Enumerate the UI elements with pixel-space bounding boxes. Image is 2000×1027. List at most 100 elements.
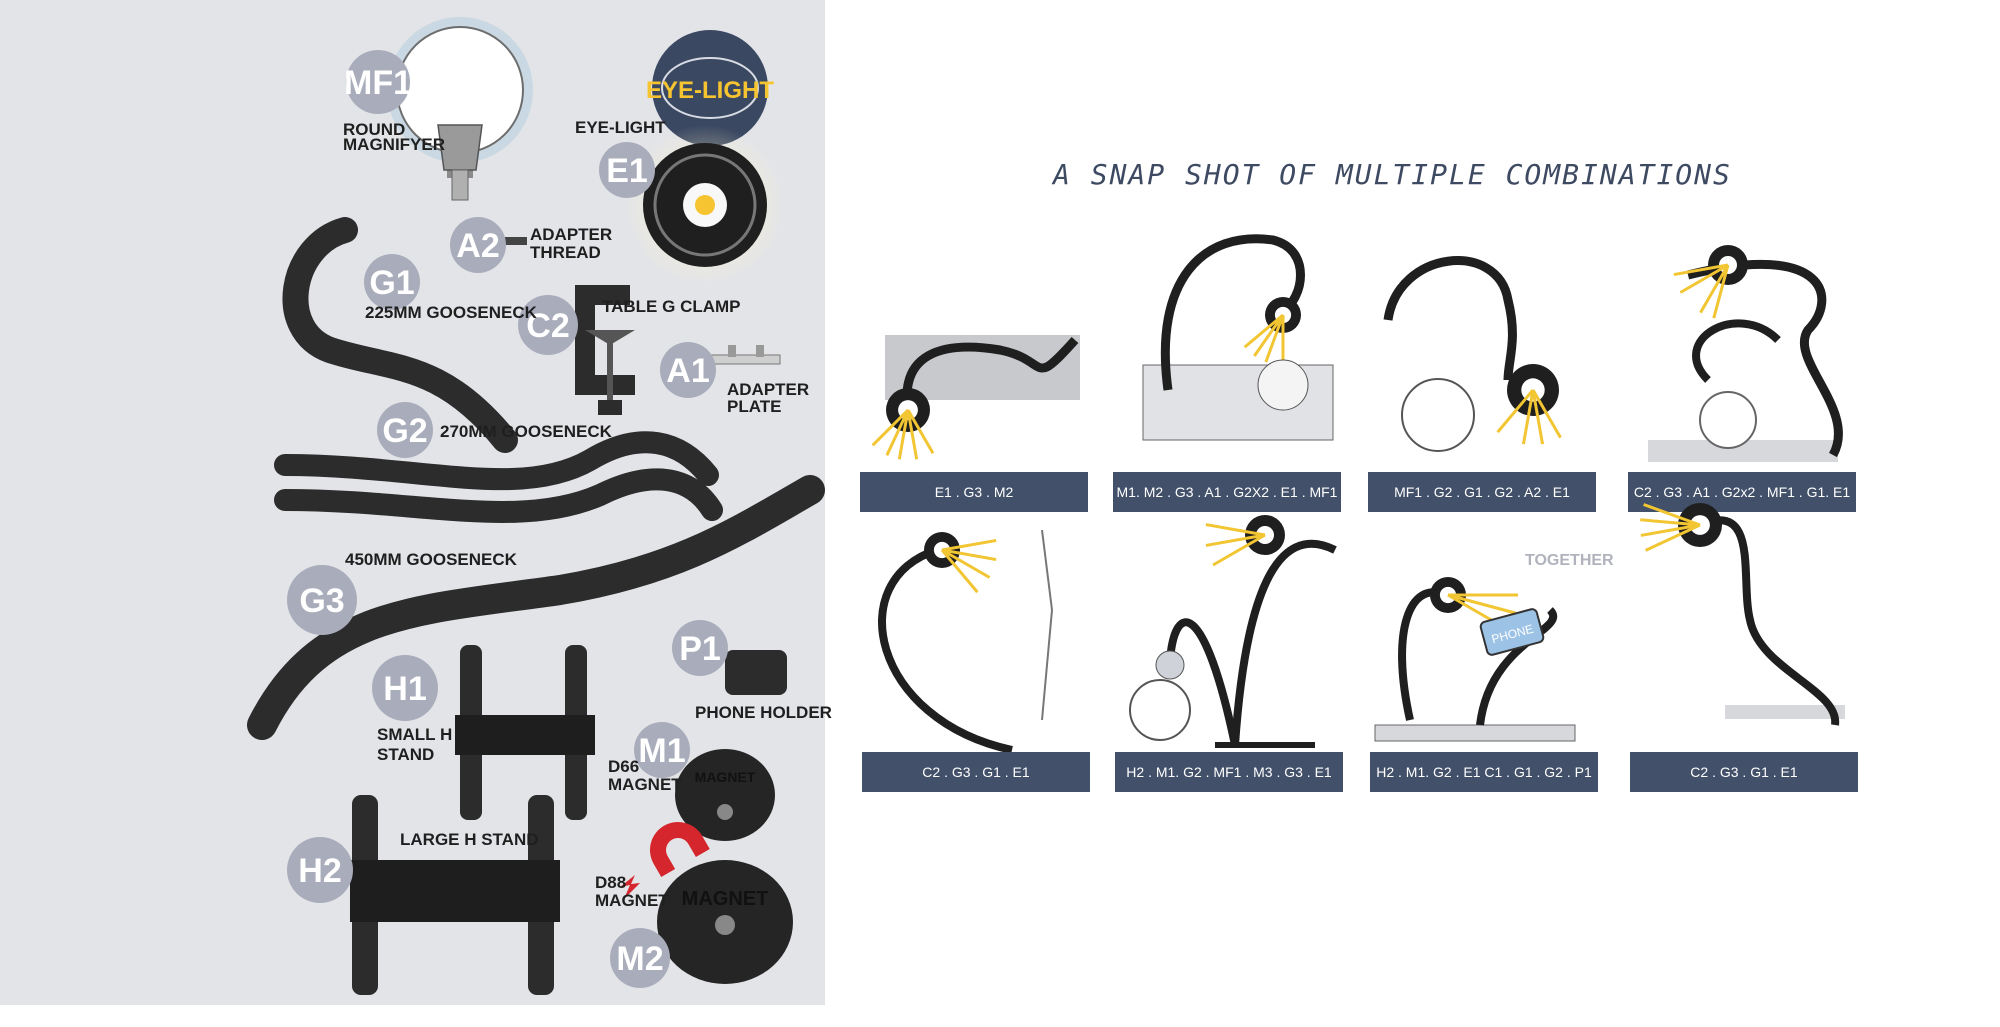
- light-ray: [906, 409, 935, 455]
- combination-7: PHONE H2 . M1. G2 . E1 C1 . G1 . G2 . P1: [1370, 577, 1598, 792]
- part-label-mf1-line2: MAGNIFYER: [343, 135, 445, 154]
- part-badge-code: H2: [298, 852, 341, 890]
- phone-icon: [1479, 608, 1545, 656]
- part-badge-h2: [287, 837, 353, 903]
- combination-caption: MF1 . G2 . G1 . G2 . A2 . E1: [1394, 484, 1570, 500]
- part-label-a2: ADAPTER: [530, 225, 612, 244]
- part-badge-m1: [634, 722, 690, 778]
- table-edge: [1648, 440, 1838, 462]
- combination-caption-bar: [1630, 752, 1858, 792]
- table-clamp-illustration: [575, 285, 635, 415]
- eye-light-lamp-illustration: [625, 125, 785, 285]
- person-sketch: [1041, 529, 1054, 721]
- table-edge: [1725, 705, 1845, 719]
- phone-holder-illustration: [725, 650, 787, 695]
- part-label-mf1: ROUND: [343, 120, 405, 139]
- light-ray: [1243, 313, 1284, 349]
- part-label-h1: SMALL H: [377, 725, 452, 744]
- part-badge-e1: [599, 142, 655, 198]
- magnet-d66-text: MAGNET: [695, 769, 756, 785]
- part-badge-p1: [672, 620, 728, 676]
- combination-6: H2 . M1. G2 . MF1 . M3 . G3 . E1: [1115, 515, 1343, 792]
- round-magnifier-illustration: [387, 17, 533, 201]
- part-badge-code: G1: [369, 264, 414, 302]
- light-ray: [1521, 389, 1535, 445]
- combination-4: C2 . G3 . A1 . G2x2 . MF1 . G1. E1: [1628, 245, 1856, 512]
- combination-caption-bar: [860, 472, 1088, 512]
- gooseneck-line: [878, 546, 1013, 754]
- part-badge-code: G3: [299, 582, 344, 620]
- part-labels: ROUNDMAGNIFYEREYE-LIGHTADAPTERTHREAD225M…: [343, 118, 832, 910]
- together-label: TOGETHER: [1525, 552, 1614, 569]
- gooseneck-225-illustration: [282, 217, 518, 453]
- eye-light-logo: EYE-LIGHT: [646, 30, 774, 146]
- light-ray: [1673, 263, 1729, 277]
- part-badge-code: MF1: [344, 64, 412, 102]
- light-ray: [1205, 523, 1266, 537]
- part-label-p1: PHONE HOLDER: [695, 703, 832, 722]
- combination-caption: C2 . G3 . G1 . E1: [1690, 764, 1798, 780]
- part-badge-code: A1: [666, 352, 709, 390]
- part-label-a1-line2: PLATE: [727, 397, 781, 416]
- gooseneck-line: [1383, 256, 1517, 381]
- part-badge-code: C2: [526, 307, 569, 345]
- combination-caption: C2 . G3 . A1 . G2x2 . MF1 . G1. E1: [1634, 484, 1851, 500]
- combination-caption-bar: [1368, 472, 1596, 512]
- light-ray: [897, 409, 910, 460]
- combination-caption: E1 . G3 . M2: [935, 484, 1014, 500]
- combination-caption-bar: [1115, 752, 1343, 792]
- part-badge-code: A2: [456, 227, 499, 265]
- part-badge-mf1: [346, 50, 410, 114]
- combination-caption: C2 . G3 . G1 . E1: [922, 764, 1030, 780]
- part-badge-code: M2: [616, 940, 663, 978]
- combination-5: C2 . G3 . G1 . E1: [862, 529, 1090, 792]
- combination-caption: H2 . M1. G2 . E1 C1 . G1 . G2 . P1: [1376, 764, 1592, 780]
- small-h-stand-illustration: [455, 645, 595, 820]
- magnifier-icon: [1257, 359, 1309, 411]
- light-ray: [1531, 389, 1545, 445]
- part-badge-h1: [372, 655, 438, 721]
- light-ray: [1640, 518, 1701, 527]
- part-badge-code: H1: [383, 670, 426, 708]
- combination-caption-bar: [1370, 752, 1598, 792]
- part-badge-a2: [450, 217, 506, 273]
- light-ray: [941, 538, 997, 552]
- light-ray: [1264, 314, 1285, 363]
- part-badge-g1: [364, 254, 420, 310]
- combination-illustration: [878, 529, 1054, 754]
- part-label-a1: ADAPTER: [727, 380, 809, 399]
- gooseneck-270-illustration-b: [274, 468, 723, 523]
- part-label-g1: 225MM GOOSENECK: [365, 303, 538, 322]
- light-ray: [1643, 503, 1701, 527]
- combination-8: C2 . G3 . G1 . E1: [1630, 503, 1858, 792]
- large-h-stand-illustration: [350, 795, 560, 995]
- part-badge-m2: [610, 928, 670, 988]
- combination-illustration: [1648, 245, 1843, 462]
- gooseneck-line-2: [1166, 618, 1239, 746]
- combination-illustration: PHONE: [1374, 577, 1576, 742]
- part-badge-code: G2: [382, 412, 427, 450]
- light-ray: [1679, 263, 1729, 294]
- part-badge-g3: [287, 565, 357, 635]
- light-ray: [1496, 389, 1535, 434]
- light-ray: [1205, 533, 1266, 547]
- magnifier-icon: [1699, 391, 1757, 449]
- light-ray: [906, 409, 919, 460]
- stand-base: [1374, 724, 1576, 742]
- gooseneck-line: [1686, 260, 1843, 458]
- part-label-m2: D88: [595, 873, 626, 892]
- eye-light-logo-text: EYE-LIGHT: [646, 77, 774, 104]
- part-label-a2-line2: THREAD: [530, 243, 601, 262]
- gooseneck-line: [1698, 516, 1840, 726]
- part-badge-code: E1: [606, 152, 648, 190]
- gooseneck-270-illustration-a: [274, 431, 719, 491]
- combination-3: MF1 . G2 . G1 . G2 . A2 . E1: [1368, 256, 1596, 512]
- light-ray: [941, 548, 997, 562]
- part-badge-code: M1: [638, 732, 685, 770]
- part-label-m1: D66: [608, 757, 639, 776]
- combination-illustration: [1142, 234, 1334, 441]
- light-ray: [871, 408, 910, 447]
- magnet-d88-illustration: MAGNET: [657, 860, 793, 984]
